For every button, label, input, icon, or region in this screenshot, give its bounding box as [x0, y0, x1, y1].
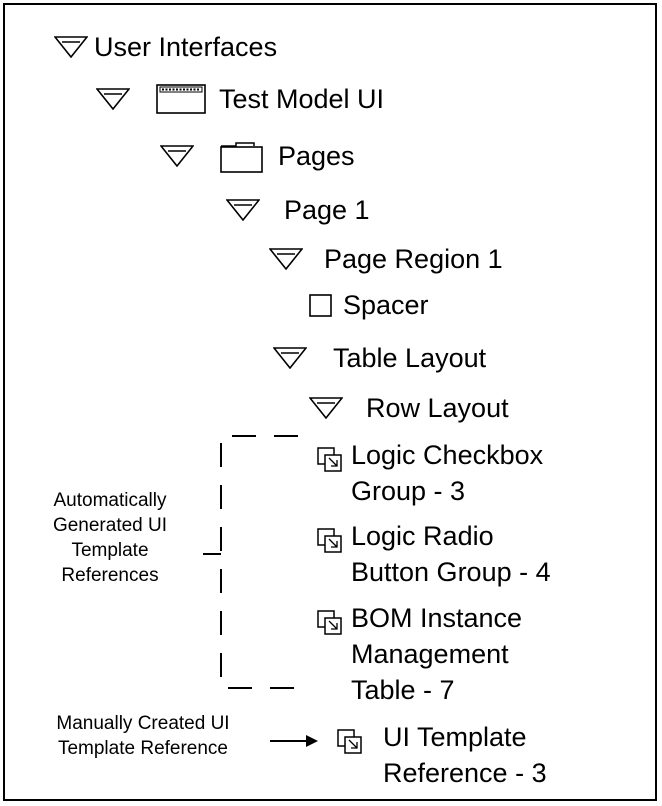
- node-label: Test Model UI: [219, 84, 385, 114]
- node-label: Page Region 1: [324, 244, 503, 274]
- annotation-line: Template Reference: [57, 738, 229, 759]
- expanded-triangle-icon[interactable]: [54, 36, 88, 58]
- dashed-bracket: [220, 435, 298, 689]
- annotation-automatic: Automatically Generated UI Template Refe…: [15, 488, 205, 588]
- expanded-triangle-icon[interactable]: [269, 248, 303, 270]
- folder-icon: [220, 142, 263, 173]
- template-reference-icon: [337, 729, 362, 754]
- node-label: User Interfaces: [94, 32, 278, 62]
- node-label-line-2: Group - 3: [351, 476, 466, 506]
- node-label-line-1: BOM Instance: [351, 603, 523, 633]
- expanded-triangle-icon[interactable]: [309, 397, 343, 419]
- arrow-head-icon: [306, 735, 318, 747]
- node-label: Spacer: [343, 290, 429, 320]
- node-label-line-1: UI Template: [383, 722, 527, 752]
- annotation-manual: Manually Created UI Template Reference: [18, 711, 268, 761]
- leaf-square-icon: [309, 294, 332, 317]
- node-label-line-1: Logic Checkbox: [351, 440, 544, 470]
- expanded-triangle-icon[interactable]: [160, 145, 194, 167]
- node-label-line-1: Logic Radio: [351, 521, 494, 551]
- annotation-line: Generated UI: [52, 515, 168, 536]
- node-label-line-2: Button Group - 4: [351, 557, 551, 587]
- node-label-line-2: Management: [351, 639, 509, 669]
- template-reference-icon: [317, 610, 342, 635]
- expanded-triangle-icon[interactable]: [96, 88, 130, 110]
- window-icon: [156, 84, 206, 114]
- node-label: Table Layout: [333, 343, 487, 373]
- node-label: Pages: [278, 141, 355, 171]
- annotation-line: References: [61, 565, 159, 586]
- template-reference-icon: [317, 447, 342, 472]
- expanded-triangle-icon[interactable]: [273, 347, 307, 369]
- annotation-line: Template: [71, 540, 149, 561]
- node-label: Page 1: [284, 195, 370, 225]
- annotation-line: Automatically: [53, 490, 167, 511]
- template-reference-icon: [317, 528, 342, 553]
- node-label-line-2: Reference - 3: [383, 758, 547, 788]
- expanded-triangle-icon[interactable]: [226, 199, 260, 221]
- node-label: Row Layout: [366, 393, 509, 423]
- annotation-line: Manually Created UI: [56, 713, 230, 734]
- node-label-line-3: Table - 7: [351, 675, 455, 705]
- diagram-frame: [3, 3, 657, 801]
